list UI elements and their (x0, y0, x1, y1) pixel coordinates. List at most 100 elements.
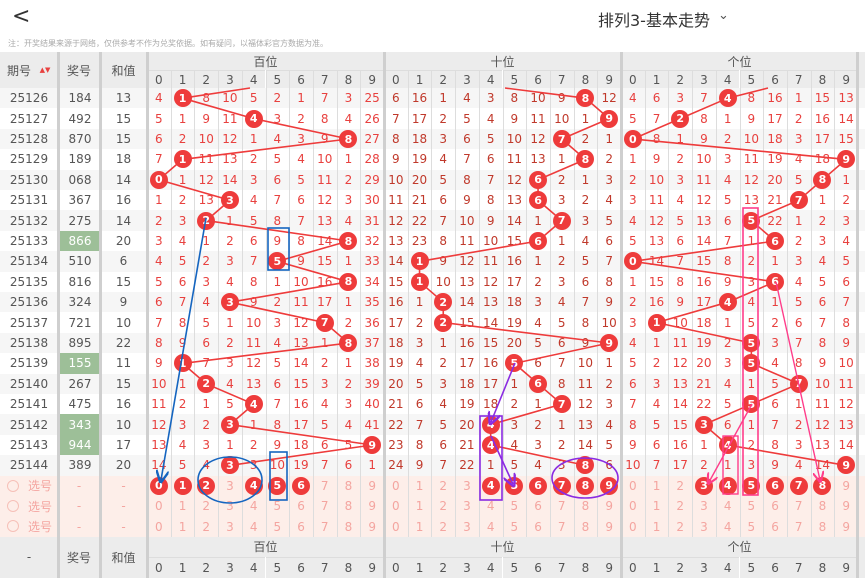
pick-ball[interactable]: 7 (320, 519, 329, 534)
pick-ball[interactable]: 7 (320, 478, 329, 493)
pick-label[interactable]: 选号 (27, 520, 52, 535)
pick-ball-selected[interactable]: 1 (173, 476, 192, 495)
pick-ball[interactable]: 3 (463, 499, 471, 514)
pick-ball[interactable]: 0 (629, 478, 637, 493)
pick-ball[interactable]: 8 (344, 519, 353, 534)
pick-ball-selected[interactable]: 4 (481, 476, 500, 495)
pick-ball[interactable]: 2 (439, 519, 448, 534)
pick-ball[interactable]: 6 (297, 519, 305, 534)
pick-ball-selected[interactable]: 7 (552, 476, 571, 495)
pick-ball[interactable]: 9 (605, 499, 613, 514)
pick-ball-selected[interactable]: 4 (718, 476, 737, 495)
pick-ball[interactable]: 7 (557, 499, 566, 514)
pick-ball[interactable]: 5 (273, 499, 282, 514)
chevron-down-icon[interactable]: ⌄ (718, 8, 729, 23)
pick-ball[interactable]: 0 (392, 519, 400, 534)
pick-ball[interactable]: 3 (226, 478, 234, 493)
header-period[interactable]: 期号 (6, 63, 31, 78)
pick-ball[interactable]: 1 (652, 499, 661, 514)
digit-header: 3 (218, 70, 242, 88)
pick-ball[interactable]: 5 (747, 499, 756, 514)
pick-ball[interactable]: 6 (297, 499, 305, 514)
pick-ball[interactable]: 3 (463, 478, 471, 493)
pick-ball[interactable]: 1 (415, 519, 424, 534)
sort-icon[interactable]: ▲▼ (39, 66, 51, 74)
pick-ball[interactable]: 4 (249, 499, 258, 514)
pick-ball[interactable]: 5 (747, 519, 756, 534)
miss-count: 3 (297, 131, 305, 146)
pick-ball[interactable]: 4 (486, 499, 495, 514)
pick-ball[interactable]: 8 (581, 499, 590, 514)
pick-label[interactable]: 选号 (27, 479, 52, 494)
pick-ball[interactable]: 7 (557, 519, 566, 534)
pick-ball-selected[interactable]: 3 (694, 476, 713, 495)
miss-count: 12 (672, 356, 688, 371)
pick-ball[interactable]: 1 (652, 519, 661, 534)
pick-ball[interactable]: 9 (842, 478, 850, 493)
radio-circle[interactable] (7, 479, 19, 492)
pick-ball[interactable]: 2 (439, 499, 448, 514)
pick-ball[interactable]: 9 (842, 519, 850, 534)
pick-ball[interactable]: 6 (771, 499, 779, 514)
pick-ball-selected[interactable]: 6 (529, 476, 548, 495)
pick-ball[interactable]: 0 (392, 478, 400, 493)
pick-ball[interactable]: 5 (273, 519, 282, 534)
pick-ball[interactable]: 1 (652, 478, 661, 493)
pick-ball[interactable]: 4 (723, 519, 732, 534)
pick-ball[interactable]: 2 (676, 499, 685, 514)
pick-ball[interactable]: 3 (700, 499, 708, 514)
pick-ball-selected[interactable]: 0 (149, 476, 168, 495)
pick-ball[interactable]: 8 (581, 519, 590, 534)
pick-ball[interactable]: 3 (463, 519, 471, 534)
pick-ball[interactable]: 4 (723, 499, 732, 514)
pick-ball[interactable]: 8 (818, 499, 827, 514)
pick-ball[interactable]: 2 (676, 478, 685, 493)
pick-ball-selected[interactable]: 2 (197, 476, 216, 495)
pick-ball[interactable]: 3 (226, 499, 234, 514)
pick-ball[interactable]: 0 (155, 499, 163, 514)
radio-circle[interactable] (7, 520, 19, 533)
pick-ball[interactable]: 2 (202, 499, 211, 514)
radio-circle[interactable] (7, 500, 19, 512)
pick-ball[interactable]: 7 (320, 499, 329, 514)
pick-ball[interactable]: 8 (344, 499, 353, 514)
pick-ball[interactable]: 6 (534, 499, 542, 514)
pick-ball[interactable]: 5 (510, 519, 519, 534)
pick-ball[interactable]: 9 (368, 519, 376, 534)
pick-ball[interactable]: 7 (794, 499, 803, 514)
pick-ball-selected[interactable]: 6 (766, 476, 785, 495)
pick-ball-selected[interactable]: 9 (600, 476, 619, 495)
pick-ball[interactable]: 0 (155, 519, 163, 534)
pick-ball[interactable]: 9 (842, 499, 850, 514)
pick-ball-selected[interactable]: 7 (789, 476, 808, 495)
pick-ball[interactable]: 4 (486, 519, 495, 534)
pick-ball[interactable]: 8 (344, 478, 353, 493)
pick-ball[interactable]: 5 (510, 499, 519, 514)
pick-ball[interactable]: 3 (226, 519, 234, 534)
pick-ball-selected[interactable]: 4 (244, 476, 263, 495)
pick-ball[interactable]: 7 (794, 519, 803, 534)
pick-ball[interactable]: 9 (368, 499, 376, 514)
pick-ball[interactable]: 4 (249, 519, 258, 534)
pick-ball[interactable]: 9 (368, 478, 376, 493)
pick-ball[interactable]: 3 (700, 519, 708, 534)
pick-ball[interactable]: 1 (415, 478, 424, 493)
pick-ball[interactable]: 1 (415, 499, 424, 514)
pick-ball[interactable]: 9 (605, 519, 613, 534)
pick-ball[interactable]: 6 (771, 519, 779, 534)
pick-ball[interactable]: 1 (178, 499, 187, 514)
pick-label[interactable]: 选号 (27, 499, 52, 514)
pick-ball[interactable]: 2 (439, 478, 448, 493)
pick-ball[interactable]: 0 (629, 519, 637, 534)
prize-number: 367 (68, 193, 92, 208)
pick-ball[interactable]: 1 (178, 519, 187, 534)
pick-ball[interactable]: 8 (818, 519, 827, 534)
page-title[interactable]: 排列3-基本走势 (598, 11, 710, 30)
pick-ball[interactable]: 0 (629, 499, 637, 514)
back-button[interactable]: < (12, 4, 31, 29)
pick-ball-selected[interactable]: 6 (292, 476, 311, 495)
pick-ball[interactable]: 0 (392, 499, 400, 514)
pick-ball[interactable]: 2 (676, 519, 685, 534)
pick-ball[interactable]: 6 (534, 519, 542, 534)
pick-ball[interactable]: 2 (202, 519, 211, 534)
